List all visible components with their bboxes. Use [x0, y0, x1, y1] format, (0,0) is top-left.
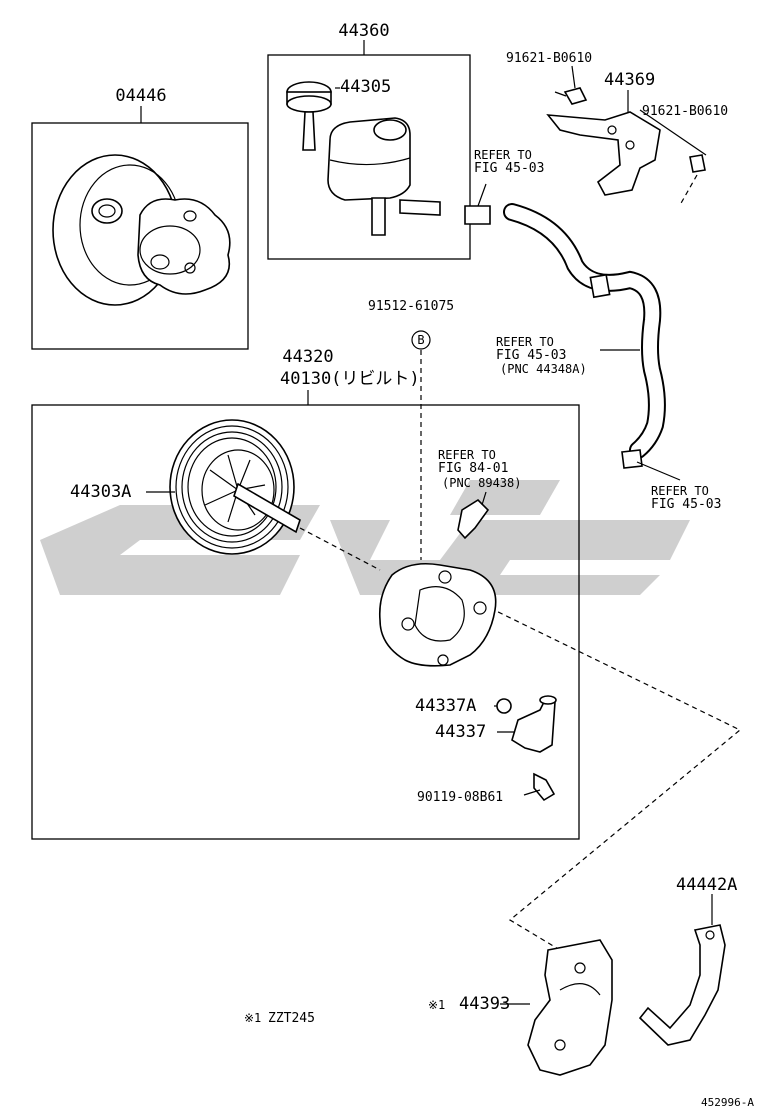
box-44360-reservoir: [267, 54, 471, 260]
fitting-44337-drawing: [494, 695, 557, 802]
refer-label-1-line1: REFER TO: [474, 148, 532, 162]
refer-label-3-line1: REFER TO: [438, 448, 496, 462]
part-label-44442A: 44442A: [676, 875, 737, 895]
refer-label-1-line2: FIG 45-03: [474, 161, 544, 176]
circle-b-marker: [411, 330, 431, 350]
part-label-44305: 44305: [340, 77, 391, 97]
refer-label-3-line2: FIG 84-01: [438, 461, 508, 476]
hose-drawing: [464, 183, 681, 481]
refer-label-2-line2: FIG 45-03: [496, 348, 566, 363]
part-label-44393: 44393: [459, 994, 510, 1014]
dashed-line-bracket: [489, 607, 742, 951]
note-mark-44393: ※1: [428, 998, 445, 1012]
part-label-44320: 44320: [282, 347, 333, 367]
refer-label-4-line2: FIG 45-03: [651, 497, 721, 512]
part-label-44369: 44369: [604, 70, 655, 90]
refer-label-3-line3: (PNC 89438): [442, 476, 521, 490]
reservoir-drawing: [286, 81, 441, 236]
part-label-40130: 40130(リビルト): [280, 369, 420, 389]
dashed-line-pulley: [299, 527, 381, 571]
note-mark: ※1: [244, 1011, 261, 1025]
part-label-44337: 44337: [435, 722, 486, 742]
part-label-91621-right: 91621-B0610: [642, 104, 728, 119]
gasket-kit-drawing: [52, 154, 231, 306]
part-label-44360: 44360: [338, 21, 389, 41]
part-label-91621-top: 91621-B0610: [506, 51, 592, 66]
refer-label-2-line3: (PNC 44348A): [500, 362, 587, 376]
part-label-90119: 90119-08B61: [417, 790, 503, 805]
box-44320-pump-assembly: [31, 404, 580, 840]
note-model: ZZT245: [268, 1011, 315, 1026]
part-label-44337A: 44337A: [415, 696, 476, 716]
refer-label-2-line1: REFER TO: [496, 335, 554, 349]
watermark-logo: [40, 480, 690, 620]
bracket-44369-drawing: [546, 65, 707, 206]
figure-id: 452996-A: [701, 1096, 754, 1109]
refer-label-4-line1: REFER TO: [651, 484, 709, 498]
box-04446-kit: [31, 122, 249, 350]
pulley-drawing: [146, 419, 301, 555]
circle-b-letter: B: [417, 333, 424, 347]
pump-body-drawing: [378, 491, 497, 667]
bracket-44442A-drawing: [638, 894, 726, 1046]
part-label-91512: 91512-61075: [368, 299, 454, 314]
part-label-04446: 04446: [115, 86, 166, 106]
bracket-44393-drawing: [500, 939, 613, 1076]
part-label-44303A: 44303A: [70, 482, 131, 502]
